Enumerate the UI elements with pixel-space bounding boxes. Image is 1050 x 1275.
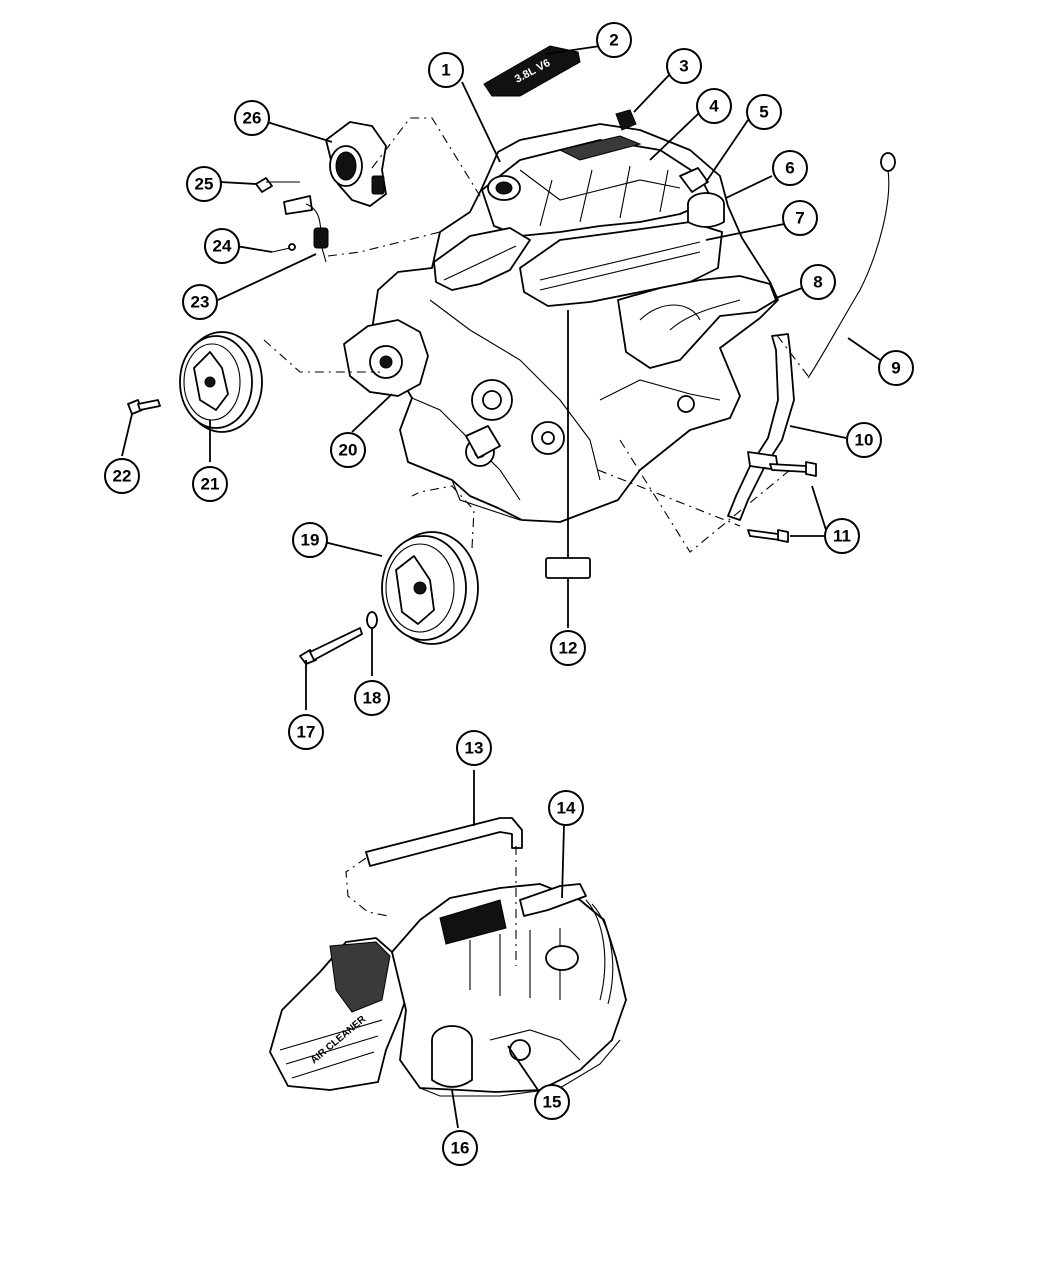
callout-9: 9 [878, 350, 914, 386]
callout-19: 19 [292, 522, 328, 558]
callout-14: 14 [548, 790, 584, 826]
svg-text:5: 5 [759, 103, 768, 122]
pulley-bolt [299, 627, 363, 665]
dipstick-tube-bolts [747, 461, 817, 543]
svg-text:6: 6 [785, 159, 794, 178]
svg-text:10: 10 [855, 431, 874, 450]
throttle-body-bolt [255, 177, 300, 193]
svg-text:1: 1 [441, 61, 450, 80]
svg-text:22: 22 [113, 467, 132, 486]
callout-8: 8 [800, 264, 836, 300]
callout-16: 16 [442, 1130, 478, 1166]
callout-6: 6 [772, 150, 808, 186]
svg-text:2: 2 [609, 31, 618, 50]
pulley-washer [366, 611, 378, 629]
sensor-screw [271, 243, 296, 253]
svg-text:14: 14 [557, 799, 576, 818]
engine-label-plate [545, 557, 591, 579]
callout-23: 23 [182, 284, 218, 320]
callout-24: 24 [204, 228, 240, 264]
sensor-with-harness [283, 195, 329, 263]
svg-text:9: 9 [891, 359, 900, 378]
svg-text:11: 11 [833, 527, 851, 546]
callout-11: 11 [824, 518, 860, 554]
callout-7: 7 [782, 200, 818, 236]
svg-text:25: 25 [195, 175, 214, 194]
svg-text:26: 26 [243, 109, 262, 128]
svg-text:23: 23 [191, 293, 210, 312]
callout-25: 25 [186, 166, 222, 202]
throttle-body [325, 121, 387, 207]
pcv-hose [365, 817, 523, 867]
callout-26: 26 [234, 100, 270, 136]
callout-20: 20 [330, 432, 366, 468]
callout-2: 2 [596, 22, 632, 58]
callout-21: 21 [192, 466, 228, 502]
svg-text:19: 19 [301, 531, 320, 550]
svg-text:13: 13 [465, 739, 484, 758]
svg-text:24: 24 [213, 237, 232, 256]
svg-text:17: 17 [297, 723, 316, 742]
svg-text:21: 21 [201, 475, 220, 494]
callout-10: 10 [846, 422, 882, 458]
svg-text:4: 4 [709, 97, 719, 116]
oil-dipstick [807, 152, 896, 379]
damper-bolt [127, 399, 161, 415]
crankshaft-damper [179, 331, 263, 433]
callout-4: 4 [696, 88, 732, 124]
engine-block-illustration [343, 109, 779, 523]
svg-text:16: 16 [451, 1139, 470, 1158]
svg-text:20: 20 [339, 441, 358, 460]
callout-3: 3 [666, 48, 702, 84]
svg-text:3: 3 [679, 57, 688, 76]
svg-text:12: 12 [559, 639, 578, 658]
inset-engine-illustration: AIR CLEANER [269, 883, 627, 1097]
callout-1: 1 [428, 52, 464, 88]
svg-text:18: 18 [363, 689, 382, 708]
callout-22: 22 [104, 458, 140, 494]
callout-13: 13 [456, 730, 492, 766]
callout-17: 17 [288, 714, 324, 750]
callout-5: 5 [746, 94, 782, 130]
dipstick-tube [727, 333, 795, 521]
callout-18: 18 [354, 680, 390, 716]
callout-12: 12 [550, 630, 586, 666]
svg-text:15: 15 [543, 1093, 562, 1112]
engine-emblem: 3.8L V6 [483, 45, 581, 97]
power-steering-pulley [381, 531, 479, 645]
svg-text:8: 8 [813, 273, 822, 292]
alignment-lines [263, 117, 809, 966]
svg-text:7: 7 [795, 209, 804, 228]
callout-15: 15 [534, 1084, 570, 1120]
